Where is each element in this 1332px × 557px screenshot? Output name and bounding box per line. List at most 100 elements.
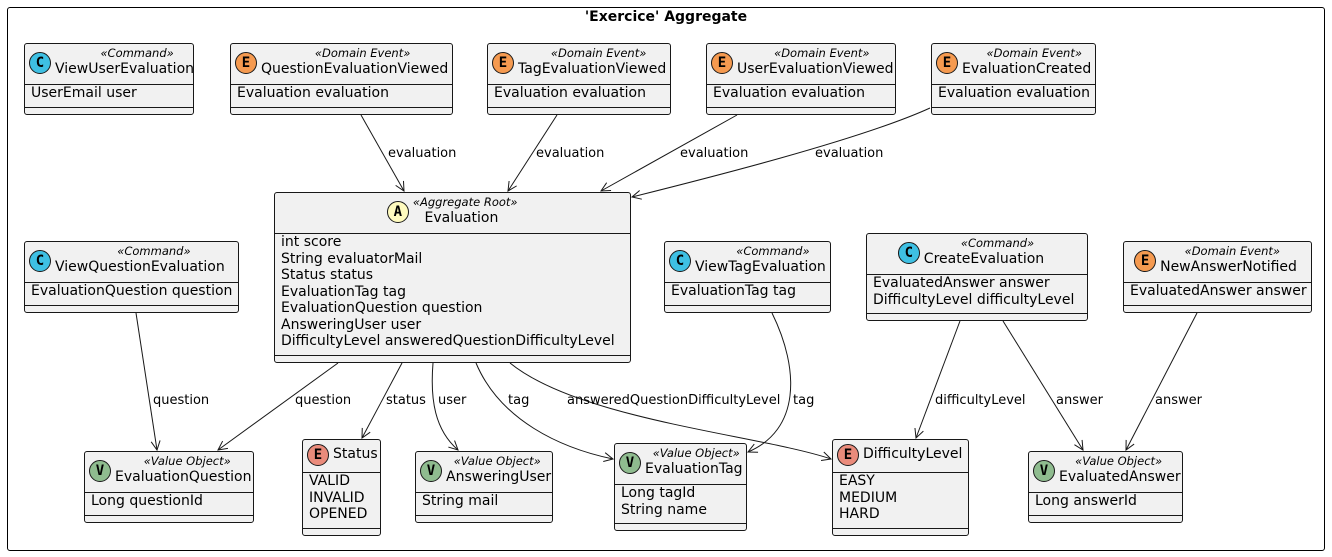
class-separator <box>615 523 746 524</box>
class-separator <box>932 84 1095 85</box>
class-attribute: String name <box>621 501 707 518</box>
class-name: ViewQuestionEvaluation <box>55 259 225 275</box>
relation-label: evaluation <box>680 146 749 161</box>
arrowhead <box>507 180 517 192</box>
class-stereotype: «Aggregate Root» <box>412 195 518 209</box>
class-attribute: Long answerId <box>1035 493 1137 509</box>
class-separator <box>231 84 452 85</box>
arrowhead <box>600 182 612 192</box>
class-attribute: String mail <box>422 493 499 509</box>
arrowhead <box>603 452 615 462</box>
arrowhead <box>1074 439 1084 451</box>
class-separator <box>416 492 552 493</box>
class-separator <box>488 107 670 108</box>
class-stereotype: «Value Object» <box>1075 454 1163 468</box>
class-separator <box>25 84 193 85</box>
relation-label: answer <box>1056 393 1103 408</box>
class-attribute: EvaluationTag tag <box>281 283 406 300</box>
class-stereotype: «Domain Event» <box>986 46 1082 60</box>
class-name: Status <box>333 446 378 462</box>
relation-questionEvaluationViewed-to-evaluation <box>360 114 405 192</box>
relation-evaluation-to-status <box>361 362 403 439</box>
class-separator <box>932 107 1095 108</box>
class-separator <box>416 515 552 516</box>
relation-label: question <box>295 393 352 408</box>
relation-createEvaluation-to-evaluatedAnswer <box>1002 320 1084 451</box>
class-attribute: Evaluation evaluation <box>237 85 389 101</box>
class-separator <box>665 305 830 306</box>
command-badge-icon: C <box>669 250 691 272</box>
class-attribute: Long questionId <box>91 493 203 509</box>
class-stereotype: «Command» <box>100 46 174 60</box>
relation-evaluation-to-evaluationQuestion <box>217 362 339 451</box>
class-stereotype: «Command» <box>736 244 810 258</box>
class-stereotype: «Value Object» <box>143 454 231 468</box>
class-separator <box>303 472 380 473</box>
class-stereotype: «Command» <box>117 244 191 258</box>
class-stereotype: «Domain Event» <box>774 46 870 60</box>
relation-label: status <box>386 393 426 408</box>
class-stereotype: «Value Object» <box>453 454 541 468</box>
class-attribute: UserEmail user <box>31 85 137 101</box>
aggregate-root-badge-icon: A <box>386 201 409 223</box>
domain-event-badge-icon: E <box>936 52 958 74</box>
value-object-badge-icon: V <box>1033 460 1055 482</box>
class-attribute: MEDIUM <box>839 489 898 506</box>
class-separator <box>1124 282 1311 283</box>
class-attribute: AnsweringUser user <box>281 316 422 333</box>
relation-evaluation-to-difficultyLevel <box>509 362 832 460</box>
class-separator <box>707 107 895 108</box>
arrowhead <box>361 427 371 439</box>
class-attribute: EASY <box>839 473 875 489</box>
arrowhead <box>1125 439 1135 451</box>
arrowhead <box>746 443 759 453</box>
class-attribute: int score <box>281 234 342 250</box>
class-attribute: EvaluatedAnswer answer <box>873 275 1050 291</box>
class-separator <box>707 84 895 85</box>
class-name: QuestionEvaluationViewed <box>261 61 449 77</box>
class-attribute: HARD <box>839 506 880 522</box>
class-attribute: EvaluationTag tag <box>671 283 796 299</box>
relation-evaluationCreated-to-evaluation <box>631 107 931 198</box>
class-separator <box>275 355 630 356</box>
command-badge-icon: C <box>29 250 51 272</box>
relation-label: answeredQuestionDifficultyLevel <box>567 393 781 408</box>
class-stereotype: «Value Object» <box>652 446 740 460</box>
class-attribute: Long tagId <box>621 485 696 501</box>
class-stereotype: «Domain Event» <box>1184 244 1281 258</box>
domain-event-badge-icon: E <box>235 52 257 74</box>
relation-label: tag <box>793 393 815 408</box>
class-name: EvaluationQuestion <box>115 469 252 485</box>
class-stereotype: «Domain Event» <box>550 46 647 60</box>
arrowhead <box>448 440 459 451</box>
class-separator <box>25 282 238 283</box>
class-attribute: INVALID <box>309 489 365 506</box>
class-separator <box>25 305 238 306</box>
relation-userEvaluationViewed-to-evaluation <box>600 114 738 192</box>
relation-viewQuestionEvaluation-to-evaluationQuestion <box>135 312 158 451</box>
class-attribute: String evaluatorMail <box>281 250 423 267</box>
value-object-badge-icon: V <box>89 460 111 482</box>
enum-badge-icon: E <box>307 444 329 466</box>
class-separator <box>867 274 1087 275</box>
class-name: TagEvaluationViewed <box>518 61 667 77</box>
relation-label: difficultyLevel <box>935 393 1026 408</box>
class-name: DifficultyLevel <box>863 446 963 462</box>
